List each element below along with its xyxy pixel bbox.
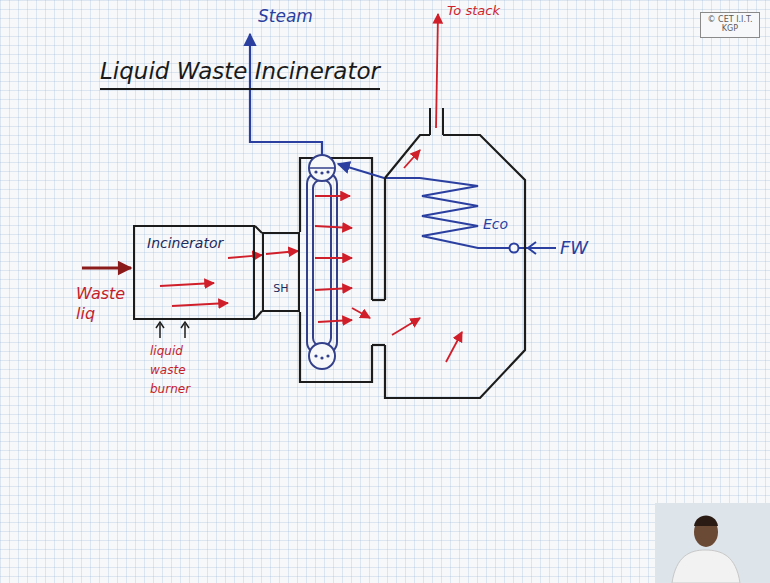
presenter-inset — [672, 550, 740, 583]
burner-arrows — [159, 324, 161, 338]
node-text: Incinerator — [147, 235, 241, 251]
feedwater-riser — [338, 164, 420, 178]
flue-gas-arrows — [266, 251, 298, 254]
transition-neck — [255, 311, 262, 319]
waste-inlet-arrow — [82, 267, 131, 270]
incinerator-box: Incinerator — [133, 225, 255, 320]
burner-arrows — [184, 324, 186, 338]
flue-gas-arrows — [315, 257, 352, 259]
node-text: SH — [266, 282, 296, 295]
watermark-box: © CET I.I.T. KGP — [700, 12, 760, 38]
waste-liquid-label: Waste liq — [76, 284, 128, 324]
flue-gas-arrows — [318, 320, 352, 322]
steam-drum — [326, 170, 329, 173]
flue-duct — [372, 344, 385, 346]
flue-gas-arrows — [315, 226, 352, 228]
transition-neck — [255, 226, 262, 233]
steam-line — [250, 34, 322, 155]
flue-gas-arrows — [352, 308, 370, 318]
mud-drum — [309, 343, 335, 369]
flue-gas-arrows — [315, 288, 352, 290]
flue-gas-arrows — [446, 332, 462, 362]
economizer-housing: Eco — [385, 130, 527, 400]
flue-duct — [372, 299, 385, 301]
burner-arrows — [156, 322, 164, 328]
presenter-inset — [655, 503, 770, 583]
steam-drum — [314, 170, 317, 173]
chimney — [442, 108, 444, 135]
steam-drum — [310, 167, 334, 169]
diagram-title: Liquid Waste Incinerator — [100, 58, 380, 90]
flue-gas-arrows — [160, 283, 214, 286]
boiler-casing — [300, 158, 372, 382]
stack-label: To stack — [447, 3, 500, 19]
burner-arrows — [156, 322, 189, 338]
flue-gas-arrows — [315, 195, 350, 197]
transition-neck — [255, 226, 262, 319]
economizer-coil — [420, 178, 556, 248]
superheater-box: SH — [262, 232, 300, 312]
feedwater-arrowhead — [528, 242, 536, 254]
flue-gas-arrows — [160, 150, 462, 362]
presenter-inset — [655, 503, 770, 583]
flue-duct — [372, 300, 385, 345]
flue-gas-arrows — [228, 255, 262, 258]
node-text: © CET I.I.T. KGP — [704, 15, 756, 33]
steam-drum — [320, 171, 323, 174]
node-text: Eco — [483, 216, 508, 232]
stack-flow-arrow — [436, 14, 438, 128]
flue-gas-arrows — [392, 318, 420, 335]
water-tubes — [307, 172, 337, 354]
steam-drum — [309, 155, 335, 181]
flue-gas-arrows — [172, 303, 228, 306]
burner-arrows — [181, 322, 189, 328]
water-tubes — [307, 172, 337, 354]
steam-drum — [309, 155, 335, 181]
mud-drum — [309, 343, 335, 369]
mud-drum — [326, 354, 329, 357]
mud-drum — [314, 354, 317, 357]
feed-pump-symbol — [510, 244, 519, 253]
feedwater-label: FW — [560, 237, 588, 259]
presenter-inset — [694, 516, 718, 527]
economizer-outline — [385, 135, 525, 398]
economizer-outline — [385, 130, 527, 400]
mud-drum — [320, 356, 323, 359]
steam-label: Steam — [258, 6, 313, 26]
burner-label: liquid waste burner — [150, 342, 200, 400]
chimney — [429, 108, 431, 135]
